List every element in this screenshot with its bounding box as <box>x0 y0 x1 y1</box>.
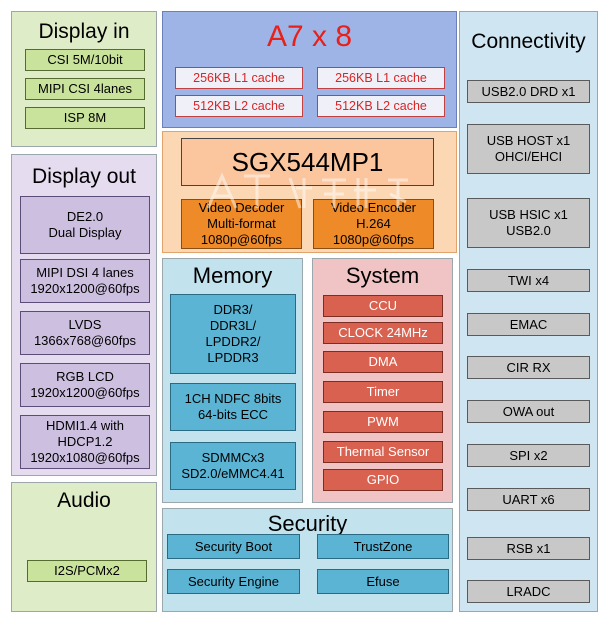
isp-block: ISP 8M <box>25 107 145 129</box>
connectivity-panel: Connectivity USB2.0 DRD x1 USB HOST x1 O… <box>459 11 598 612</box>
l2-cache-left: 512KB L2 cache <box>175 95 303 117</box>
timer-block: Timer <box>323 381 443 403</box>
security-boot-block: Security Boot <box>167 534 300 559</box>
de2-block: DE2.0 Dual Display <box>20 196 150 254</box>
mipi-dsi-block: MIPI DSI 4 lanes 1920x1200@60fps <box>20 259 150 303</box>
trustzone-block: TrustZone <box>317 534 449 559</box>
system-panel: System CCU CLOCK 24MHz DMA Timer PWM The… <box>312 258 453 503</box>
audio-panel: Audio I2S/PCMx2 <box>11 482 157 612</box>
sdmmc-block: SDMMCx3 SD2.0/eMMC4.41 <box>170 442 296 490</box>
clock-block: CLOCK 24MHz <box>323 322 443 344</box>
audio-title: Audio <box>57 489 111 512</box>
gpu-panel: SGX544MP1 Video Decoder Multi-format 108… <box>162 131 457 253</box>
emac-block: EMAC <box>467 313 590 336</box>
dma-block: DMA <box>323 351 443 373</box>
ddr-block: DDR3/ DDR3L/ LPDDR2/ LPDDR3 <box>170 294 296 374</box>
pwm-block: PWM <box>323 411 443 433</box>
connectivity-title: Connectivity <box>471 30 586 53</box>
lradc-block: LRADC <box>467 580 590 603</box>
efuse-block: Efuse <box>317 569 449 594</box>
security-panel: Security Security Boot TrustZone Securit… <box>162 508 453 612</box>
i2s-pcm-block: I2S/PCMx2 <box>27 560 147 582</box>
l1-cache-right: 256KB L1 cache <box>317 67 445 89</box>
thermal-sensor-block: Thermal Sensor <box>323 441 443 463</box>
display-out-title: Display out <box>32 165 136 188</box>
usb-host-block: USB HOST x1 OHCI/EHCI <box>467 124 590 174</box>
ccu-block: CCU <box>323 295 443 317</box>
display-in-title: Display in <box>38 20 130 43</box>
l2-cache-right: 512KB L2 cache <box>317 95 445 117</box>
memory-panel: Memory DDR3/ DDR3L/ LPDDR2/ LPDDR3 1CH N… <box>162 258 303 503</box>
gpu-block: SGX544MP1 <box>181 138 434 186</box>
cpu-title: A7 x 8 <box>266 20 353 53</box>
gpio-block: GPIO <box>323 469 443 491</box>
display-in-panel: Display in CSI 5M/10bit MIPI CSI 4lanes … <box>11 11 157 147</box>
spi-block: SPI x2 <box>467 444 590 467</box>
ndfc-block: 1CH NDFC 8bits 64-bits ECC <box>170 383 296 431</box>
rsb-block: RSB x1 <box>467 537 590 560</box>
hdmi-block: HDMI1.4 with HDCP1.2 1920x1080@60fps <box>20 415 150 469</box>
video-decoder-block: Video Decoder Multi-format 1080p@60fps <box>181 199 302 249</box>
twi-block: TWI x4 <box>467 269 590 292</box>
csi-block: CSI 5M/10bit <box>25 49 145 71</box>
display-out-panel: Display out DE2.0 Dual Display MIPI DSI … <box>11 154 157 476</box>
video-encoder-block: Video Encoder H.264 1080p@60fps <box>313 199 434 249</box>
system-title: System <box>345 263 420 288</box>
security-engine-block: Security Engine <box>167 569 300 594</box>
owa-out-block: OWA out <box>467 400 590 423</box>
uart-block: UART x6 <box>467 488 590 511</box>
cpu-panel: A7 x 8 256KB L1 cache 256KB L1 cache 512… <box>162 11 457 128</box>
usb-drd-block: USB2.0 DRD x1 <box>467 80 590 103</box>
lvds-block: LVDS 1366x768@60fps <box>20 311 150 355</box>
usb-hsic-block: USB HSIC x1 USB2.0 <box>467 198 590 248</box>
cir-rx-block: CIR RX <box>467 356 590 379</box>
l1-cache-left: 256KB L1 cache <box>175 67 303 89</box>
mipi-csi-block: MIPI CSI 4lanes <box>25 78 145 100</box>
memory-title: Memory <box>192 263 273 288</box>
rgb-lcd-block: RGB LCD 1920x1200@60fps <box>20 363 150 407</box>
security-title: Security <box>267 511 348 536</box>
